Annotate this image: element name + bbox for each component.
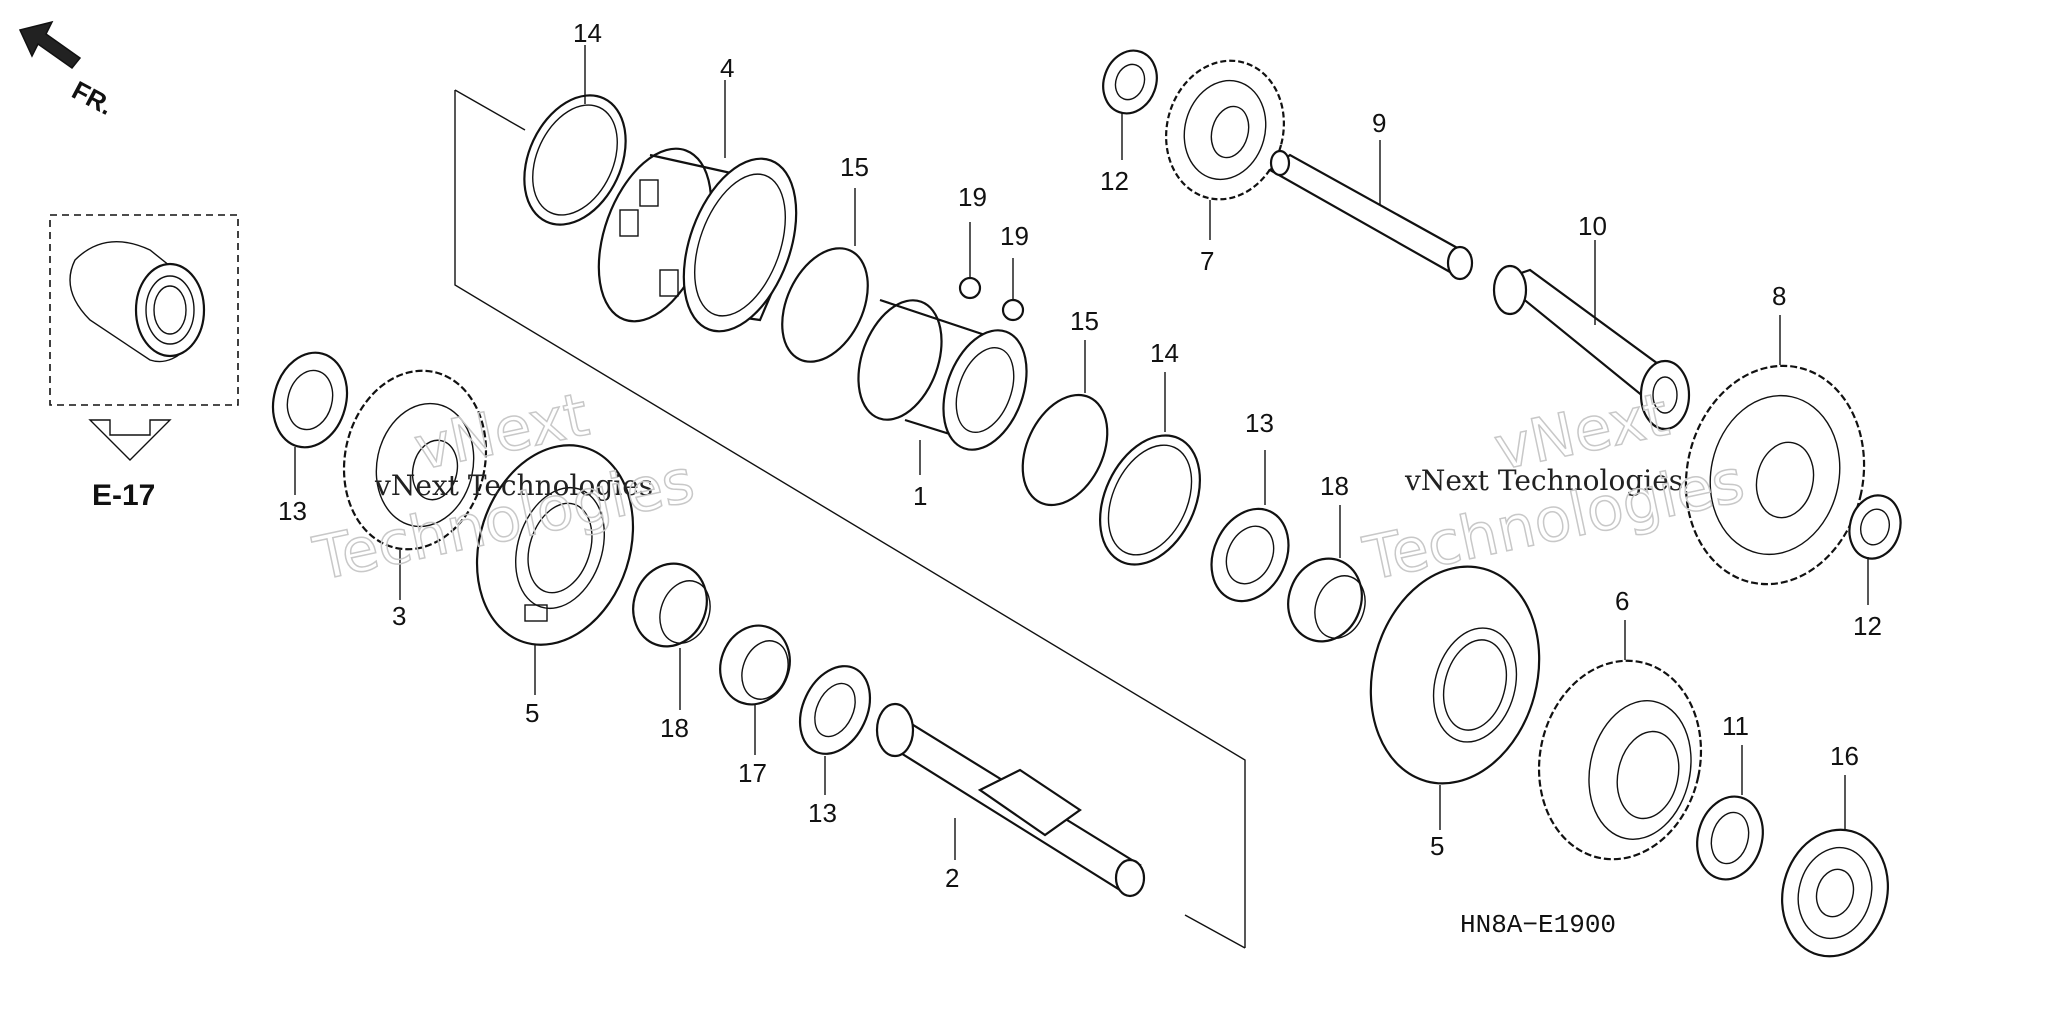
part-label-16: 16 — [1830, 741, 1859, 771]
steel-ball-19a — [958, 222, 982, 300]
reference-label: E-17 — [92, 479, 155, 512]
part-label-11: 11 — [1722, 711, 1749, 741]
snap-ring-14a — [523, 45, 627, 226]
thrust-washer-12a — [1102, 49, 1158, 160]
part-label-12-upper: 12 — [1100, 166, 1129, 196]
part-label-5-right: 5 — [1430, 831, 1444, 861]
part-label-13-middle: 13 — [808, 798, 837, 828]
snap-ring-15a — [781, 188, 869, 363]
part-label-3: 3 — [392, 601, 406, 631]
thrust-washer-13b — [798, 665, 872, 795]
part-label-6: 6 — [1615, 586, 1629, 616]
needle-bearing-18a — [632, 562, 711, 710]
steel-ball-19b — [1001, 258, 1025, 322]
needle-cage-1 — [857, 298, 1028, 475]
needle-bearing-17 — [719, 624, 791, 755]
snap-ring-15b — [1021, 340, 1109, 507]
watermark-text-right: vNext Technologies — [1404, 464, 1683, 497]
part-label-19-left: 19 — [958, 182, 987, 212]
thrust-washer-11 — [1696, 745, 1764, 881]
alignment-frame — [454, 89, 1246, 949]
part-label-9: 9 — [1372, 108, 1386, 138]
part-label-2: 2 — [945, 863, 959, 893]
part-label-1: 1 — [913, 481, 927, 511]
part-label-18-left: 18 — [660, 713, 689, 743]
part-label-13-left: 13 — [278, 496, 307, 526]
reference-inset: E-17 — [49, 214, 239, 512]
part-label-8: 8 — [1772, 281, 1786, 311]
thrust-washer-13a — [271, 351, 349, 495]
part-label-10: 10 — [1578, 211, 1607, 241]
part-label-13-right: 13 — [1245, 408, 1274, 438]
watermark-text-left: vNext Technologies — [374, 469, 653, 502]
clutch-hub-5a — [475, 444, 635, 695]
part-label-18-right: 18 — [1320, 471, 1349, 501]
front-direction-label: FR. — [67, 75, 118, 121]
part-label-17: 17 — [738, 758, 767, 788]
snap-ring-14b — [1099, 372, 1201, 566]
front-direction-arrow: FR. — [18, 20, 118, 121]
needle-bearing-18b — [1287, 505, 1366, 643]
shaft-9 — [1267, 140, 1474, 281]
part-label-12-lower: 12 — [1853, 611, 1882, 641]
ball-bearing-16 — [1781, 775, 1889, 958]
shaft-2 — [875, 702, 1146, 898]
gear-3 — [342, 369, 488, 600]
thrust-washer-12b — [1848, 494, 1902, 605]
part-label-4: 4 — [720, 53, 734, 83]
part-label-19-right: 19 — [1000, 221, 1029, 251]
shaft-10 — [1492, 240, 1691, 431]
diagram-code: HN8A−E1900 — [1460, 910, 1616, 940]
part-label-7: 7 — [1200, 246, 1214, 276]
clutch-hub-5b — [1369, 565, 1541, 830]
gear-8 — [1684, 315, 1866, 586]
thrust-washer-13c — [1210, 450, 1290, 603]
gear-6 — [1537, 620, 1703, 861]
part-label-14-lower: 14 — [1150, 338, 1179, 368]
part-labels: 14 4 15 19 19 1 15 14 12 7 9 10 8 12 13 … — [278, 18, 1882, 893]
part-label-14-upper: 14 — [573, 18, 602, 48]
part-label-15-upper: 15 — [840, 152, 869, 182]
clutch-drum-4 — [597, 80, 798, 333]
gear-7 — [1165, 59, 1285, 240]
part-label-15-lower: 15 — [1070, 306, 1099, 336]
part-label-5-left: 5 — [525, 698, 539, 728]
